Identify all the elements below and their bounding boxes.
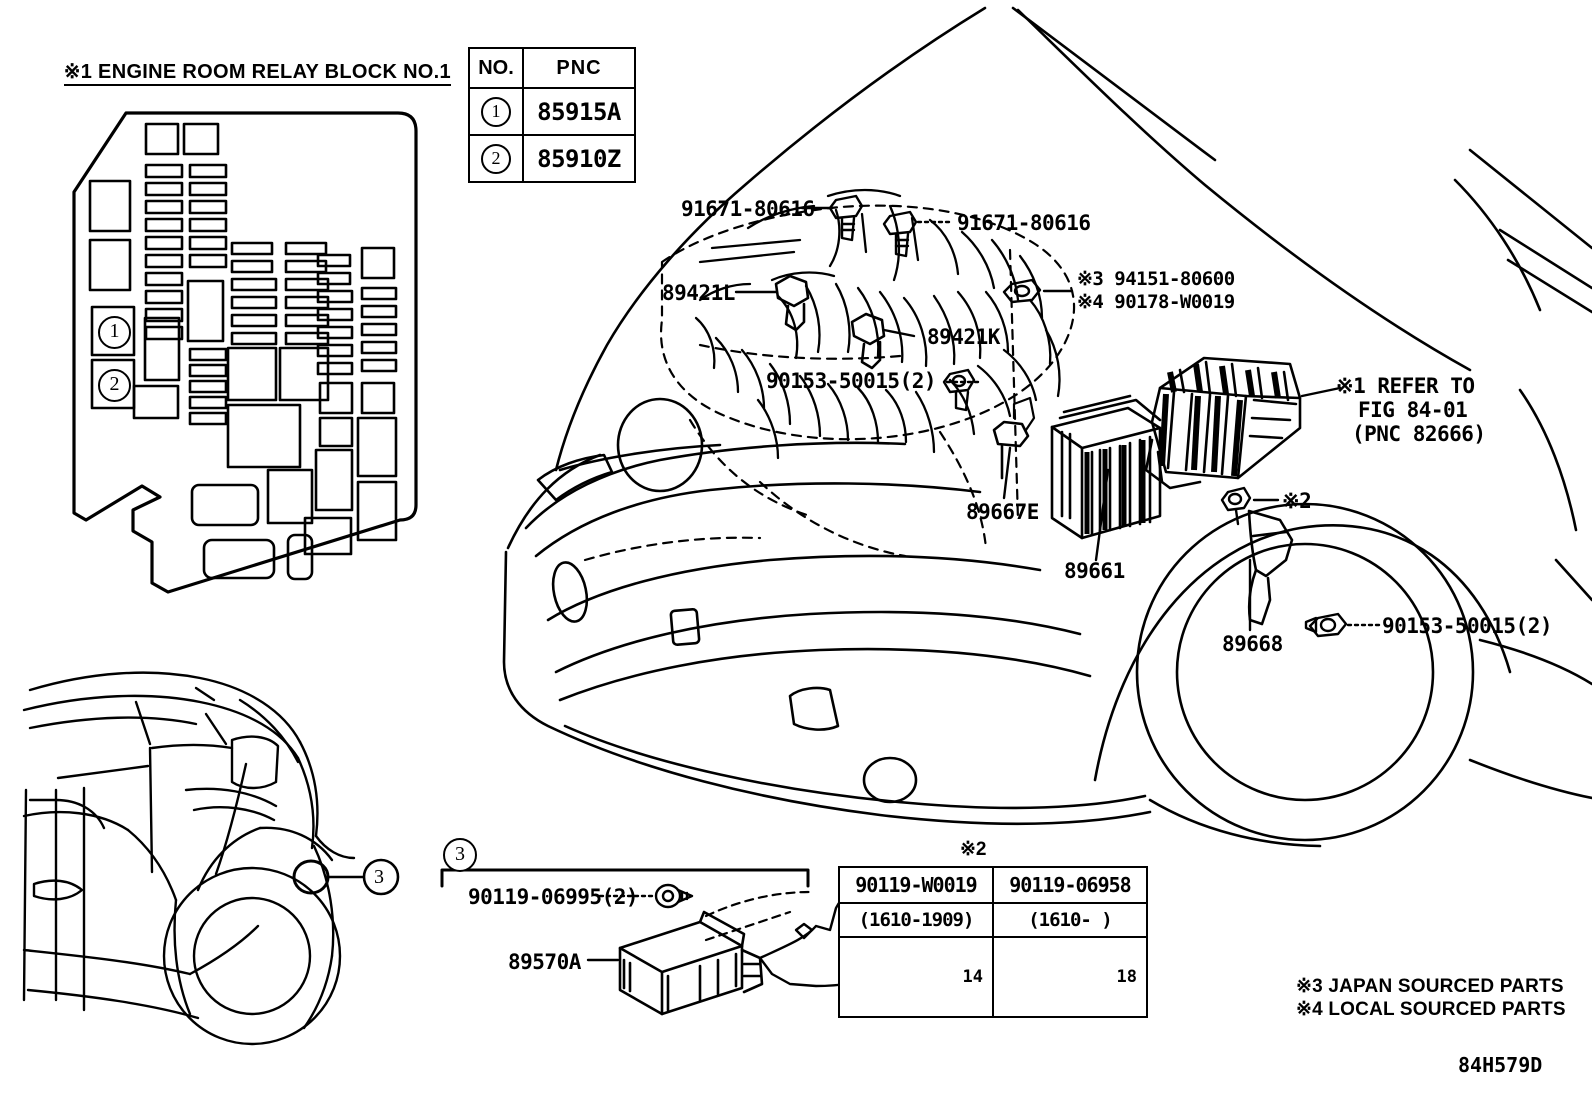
bolt-table-partnumber-row: 90119-W0019 90119-06958 (838, 866, 1148, 904)
bracket-89667e (992, 420, 1030, 480)
bolt-91671-80616-upper-left (828, 194, 864, 242)
pnc-header-pnc: PNC (522, 47, 636, 89)
bolt-part-number: 90119-06958 (992, 866, 1148, 904)
relay-block-circle-1: 1 (98, 316, 131, 349)
bolt-table-daterange-row: (1610-1909) (1610- ) (838, 902, 1148, 938)
engine-room-junction-block (1159, 363, 1281, 477)
label-89667e: 89667E (966, 500, 1039, 524)
label-90178-w0019: ※4 90178-W0019 (1077, 291, 1235, 313)
pnc-table: NO. PNC 1 85915A 2 85910Z (468, 47, 636, 183)
circle-number-2: 2 (481, 143, 511, 174)
engine-room-junction-block (1144, 356, 1302, 490)
label-90153-50015-right: 90153-50015(2) (1382, 614, 1553, 638)
engine-detail-lines (694, 188, 1061, 460)
relay-block-outline (72, 111, 418, 594)
bolt-length-18: 18 (1116, 967, 1137, 987)
detail3-bracket-rail (440, 868, 810, 888)
label-91671-80616-upper-right: 91671-80616 (957, 211, 1091, 235)
label-refer-line1: ※1 REFER TO (1336, 374, 1475, 398)
label-refer-line3: (PNC 82666) (1352, 422, 1486, 446)
bolt-figure-cell: 14 (838, 936, 994, 1018)
bolt-90153-50015-lower (942, 368, 976, 412)
bolt-spec-table: 90119-W0019 90119-06958 (1610-1909) (161… (838, 866, 1148, 1018)
label-90153-50015-lower: 90153-50015(2) (766, 369, 937, 393)
label-89421l: 89421L (662, 281, 735, 305)
detail3-bolt-90119-06995 (654, 883, 694, 909)
engine-assembly (583, 204, 1076, 562)
label-89570a: 89570A (508, 950, 581, 974)
bolt-length-14: 14 (962, 967, 983, 987)
bolt-91671-80616-upper-right (882, 210, 918, 258)
label-89421k: 89421K (927, 325, 1000, 349)
bolt-table-figure-row: 14 18 (838, 936, 1148, 1018)
sensor-89421l (774, 274, 810, 332)
detail3-bracket-arm-dashed (704, 890, 812, 942)
ecu-89661 (1050, 394, 1162, 540)
drawing-number: 84H579D (1458, 1053, 1543, 1077)
callout-3-circle (362, 858, 400, 896)
bolt-figure-cell: 18 (992, 936, 1148, 1018)
bracket-89668 (1247, 509, 1294, 626)
label-89661: 89661 (1064, 559, 1125, 583)
label-refer-line2: FIG 84-01 (1358, 398, 1468, 422)
circle-number-1: 1 (481, 96, 511, 127)
relay-block-title: ※1 ENGINE ROOM RELAY BLOCK NO.1 (52, 36, 451, 86)
label-90119-06995: 90119-06995(2) (468, 885, 639, 909)
pnc-table-row: 2 85910Z (468, 134, 636, 183)
pnc-table-header-row: NO. PNC (468, 47, 636, 89)
relay-block-circle-2: 2 (98, 369, 131, 402)
bolt-part-number: 90119-W0019 (838, 866, 994, 904)
relay-block-fuse-cells (88, 122, 398, 581)
bolt-x2 (1220, 486, 1252, 526)
pnc-row-number: 2 (468, 134, 524, 183)
pnc-row-number: 1 (468, 87, 524, 136)
detail3-badge: 3 (443, 838, 477, 872)
footnote-local-sourced: ※4 LOCAL SOURCED PARTS (1296, 999, 1566, 1020)
pnc-row-value: 85915A (522, 87, 636, 136)
bolt-table-caption: ※2 (960, 839, 987, 860)
bolt-90153-50015-right (1304, 612, 1348, 638)
rear-vehicle-view (22, 671, 356, 1046)
leader-lines (734, 206, 1342, 632)
pnc-header-no: NO. (468, 47, 524, 89)
rear-lamp-marker (292, 859, 330, 895)
detail3-ecu-89570a (618, 910, 764, 1016)
label-94151-80600: ※3 94151-80600 (1077, 268, 1235, 290)
bolt-date-range: (1610- ) (992, 902, 1148, 938)
footnote-japan-sourced: ※3 JAPAN SOURCED PARTS (1296, 976, 1564, 997)
pnc-row-value: 85910Z (522, 134, 636, 183)
leader-lines-dotted (916, 220, 1382, 627)
label-x2-callout: ※2 (1282, 489, 1312, 513)
label-89668: 89668 (1222, 632, 1283, 656)
ecu-89661 (1084, 440, 1146, 534)
bolt-date-range: (1610-1909) (838, 902, 994, 938)
sensor-89421k (850, 312, 886, 370)
vehicle-body-outline (502, 6, 1592, 848)
nut-94151-80600 (1002, 278, 1042, 304)
bracket-89667e (1012, 396, 1036, 432)
label-91671-80616-upper-left: 91671-80616 (681, 197, 815, 221)
pnc-table-row: 1 85915A (468, 87, 636, 136)
rear-callout-3-number: 3 (374, 866, 384, 888)
